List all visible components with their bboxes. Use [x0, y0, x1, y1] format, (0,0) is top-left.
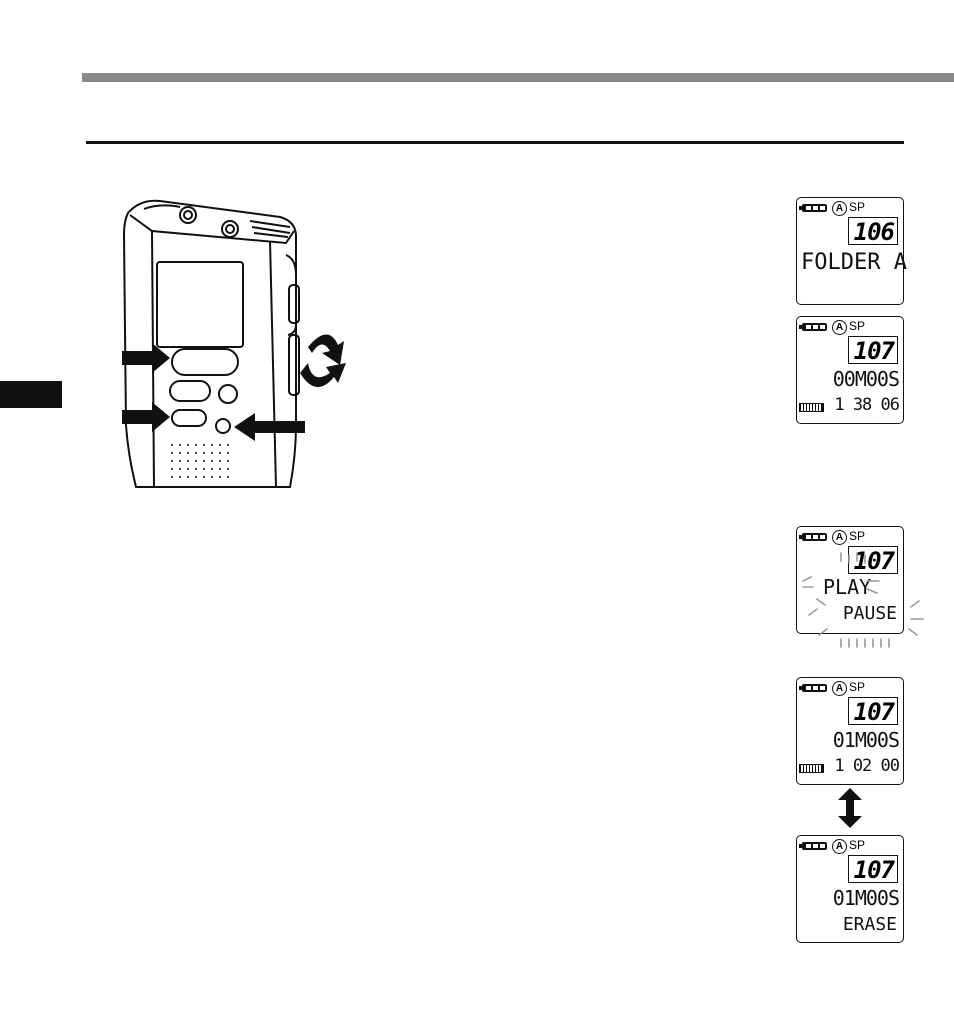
section-divider — [86, 141, 904, 144]
arrow-erase-icon — [122, 402, 170, 432]
chapter-tab — [0, 381, 62, 408]
elapsed-time: 01M00S — [832, 886, 900, 910]
file-number: 107 — [848, 336, 898, 365]
elapsed-time: 00M00S — [832, 367, 900, 391]
record-mode: SP — [849, 319, 866, 333]
speaker-grille-dots — [171, 444, 229, 478]
folder-indicator: A — [832, 839, 847, 854]
lcd-screen-folder: A SP 106 FOLDER A — [796, 197, 907, 305]
file-length: 1 02 00 — [834, 756, 900, 776]
lcd-screen-file-length: A SP 107 00M00S 1 38 06 — [796, 316, 904, 424]
battery-icon — [799, 684, 827, 692]
arrow-folder-icon — [234, 413, 305, 441]
file-number: 106 — [848, 217, 898, 246]
file-number: 107 — [848, 855, 898, 884]
battery-icon — [799, 533, 827, 541]
lcd-screen-erase: A SP 107 01M00S ERASE — [796, 835, 904, 943]
header-bar — [82, 73, 954, 82]
record-mode: SP — [849, 838, 866, 852]
arrow-stop-icon — [122, 343, 170, 373]
file-number: 107 — [848, 697, 898, 726]
record-mode: SP — [849, 200, 866, 214]
display-message-pause: PAUSE — [842, 603, 897, 624]
folder-indicator: A — [832, 201, 847, 216]
folder-indicator: A — [832, 320, 847, 335]
lcd-screen-play-pause: A SP 107 PLAY PAUSE — [796, 526, 924, 648]
alternating-arrow-icon — [838, 788, 862, 828]
display-message-play: PLAY — [823, 575, 872, 599]
record-mode: SP — [849, 680, 866, 694]
lcd-screen-position: A SP 107 01M00S 1 02 00 — [796, 677, 904, 785]
folder-indicator: A — [832, 530, 847, 545]
folder-indicator: A — [832, 681, 847, 696]
battery-icon — [799, 323, 827, 331]
rotate-jog-icon — [300, 334, 346, 388]
file-length: 1 38 06 — [834, 395, 900, 415]
length-icon — [799, 403, 824, 412]
battery-icon — [799, 204, 827, 212]
recorder-illustration — [122, 199, 346, 488]
display-message: FOLDER A — [801, 250, 907, 275]
blink-indicator-icon — [802, 552, 924, 648]
elapsed-time: 01M00S — [832, 728, 900, 752]
display-message-erase: ERASE — [842, 914, 897, 935]
length-icon — [799, 764, 824, 773]
battery-icon — [799, 842, 827, 850]
record-mode: SP — [849, 529, 866, 543]
